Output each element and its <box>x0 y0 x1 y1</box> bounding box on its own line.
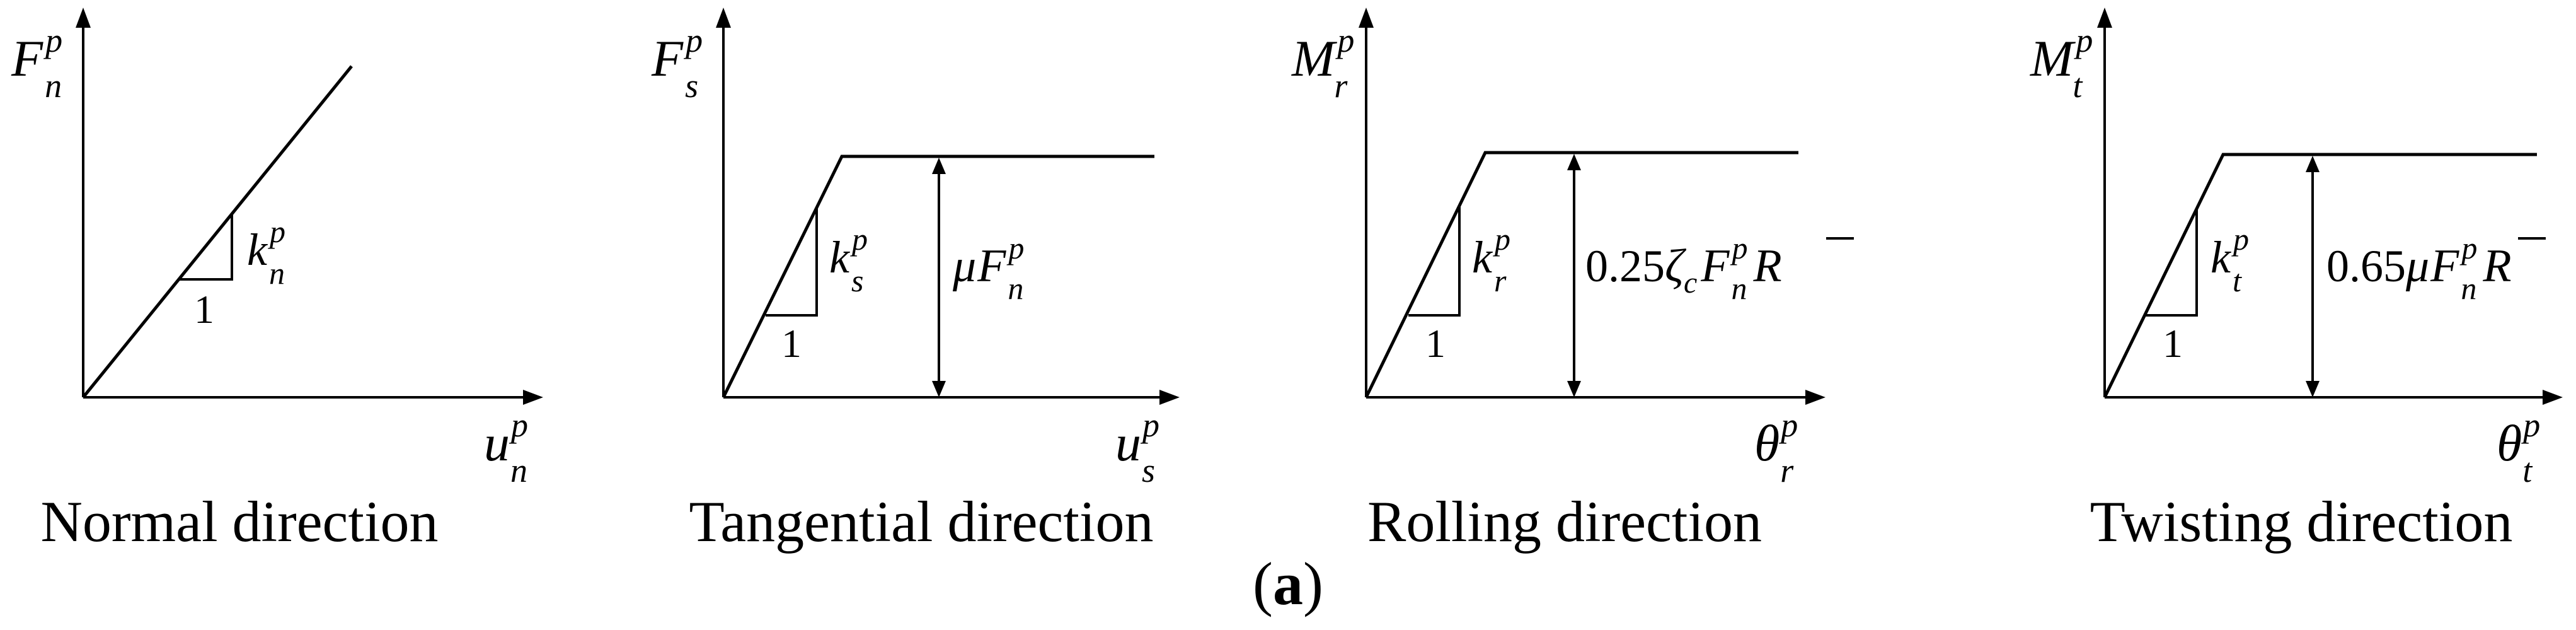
slope-triangle <box>2146 208 2198 317</box>
y-axis-arrow-icon <box>1359 8 1374 28</box>
limit-arrow-down-icon <box>2306 381 2320 397</box>
y-axis-arrow-icon <box>716 8 731 28</box>
panel-caption: Normal direction <box>40 489 438 554</box>
panel-caption: Rolling direction <box>1367 489 1762 554</box>
x-axis-arrow-icon <box>523 390 543 405</box>
x-axis-arrow-icon <box>1159 390 1180 405</box>
limit-arrow-up-icon <box>932 158 946 174</box>
run-label: 1 <box>2163 321 2183 366</box>
stiffness-line <box>82 65 353 399</box>
limit-arrow-down-icon <box>932 381 946 397</box>
slope-triangle <box>178 213 233 281</box>
limit-arrow-up-icon <box>2306 156 2320 172</box>
run-label: 1 <box>781 321 802 366</box>
panel-caption: Twisting direction <box>2090 489 2513 554</box>
slope-triangle <box>766 208 818 317</box>
run-label: 1 <box>1425 321 1446 366</box>
figure-label: (a) <box>1253 550 1323 617</box>
x-axis-arrow-icon <box>1805 390 1826 405</box>
stiffness-line <box>2103 153 2537 399</box>
limit-arrow-down-icon <box>1567 381 1581 397</box>
limit-arrow-up-icon <box>1567 154 1581 170</box>
run-label: 1 <box>194 287 214 332</box>
slope-triangle <box>1408 207 1461 317</box>
y-axis-arrow-icon <box>2097 8 2112 28</box>
panel-caption: Tangential direction <box>689 489 1154 554</box>
stiffness-line <box>1364 151 1798 399</box>
stiffness-line <box>722 155 1154 399</box>
x-axis-arrow-icon <box>2543 390 2563 405</box>
y-axis-arrow-icon <box>76 8 91 28</box>
